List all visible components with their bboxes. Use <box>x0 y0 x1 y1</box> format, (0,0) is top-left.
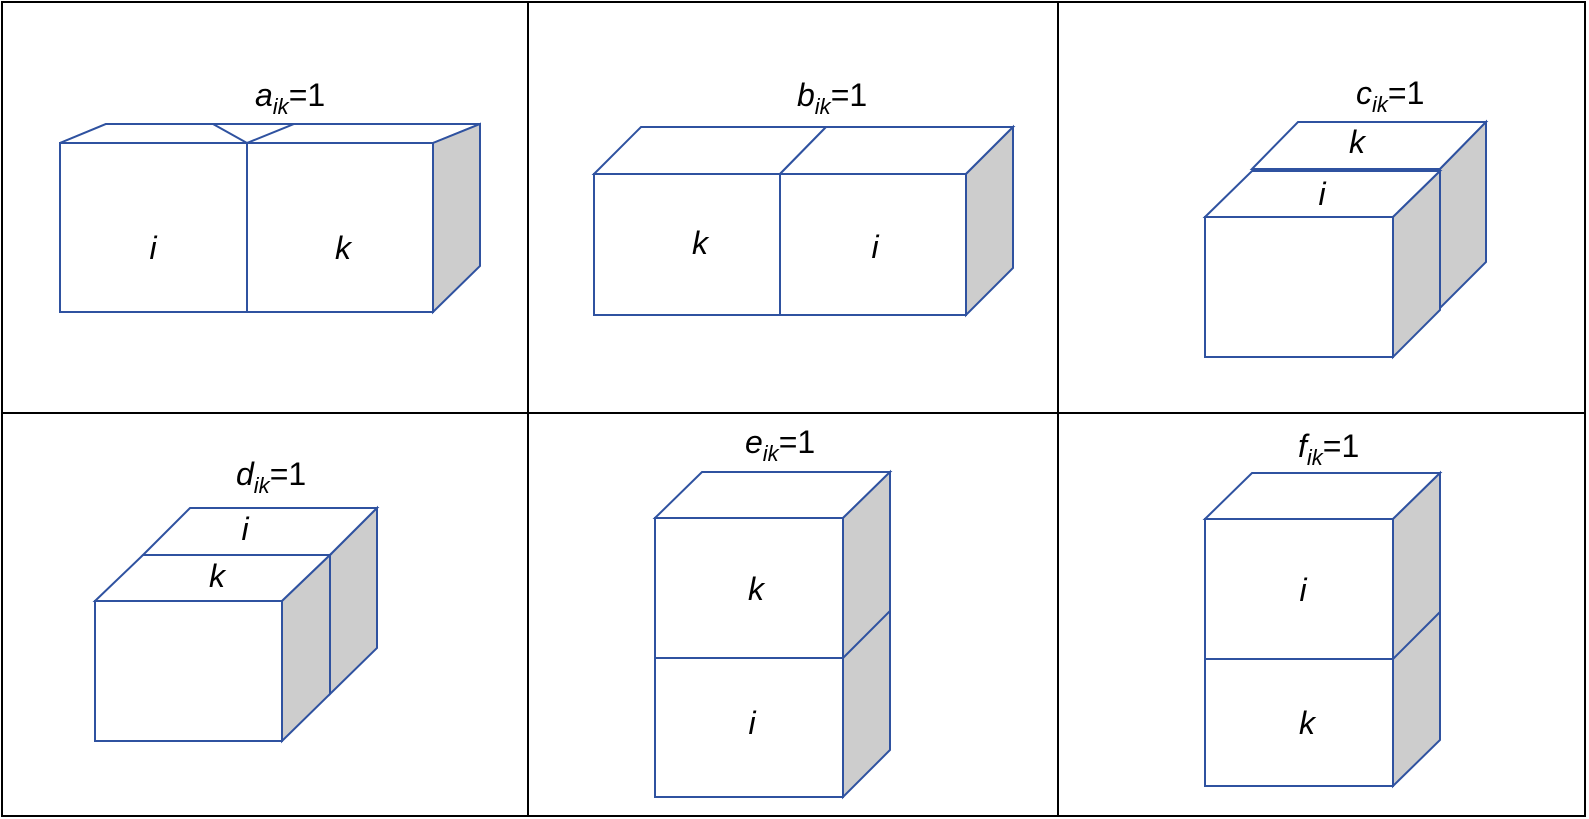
panel-e: eik=1 k i <box>652 424 893 800</box>
panel-c-front-box <box>1204 216 1394 358</box>
panel-c-label-1: k <box>1349 124 1367 160</box>
panel-a-title: aik=1 <box>255 77 325 119</box>
panel-c-title: cik=1 <box>1356 75 1424 117</box>
panel-c-label-2: i <box>1318 176 1326 212</box>
panel-e-title: eik=1 <box>745 424 815 466</box>
panel-a-label-1: i <box>149 230 157 266</box>
panel-b-label-1: k <box>692 225 710 261</box>
panel-f-side-face <box>1392 470 1441 789</box>
panel-d-title: dik=1 <box>236 456 306 498</box>
panel-f: fik=1 i k <box>1202 428 1443 789</box>
panel-f-front-box-2 <box>1204 658 1394 787</box>
panel-d-label-2: k <box>209 558 227 594</box>
panel-a-front-box-1 <box>59 142 248 313</box>
panel-e-front-box-2 <box>654 657 844 798</box>
panel-b-title: bik=1 <box>797 77 867 119</box>
panel-b: bik=1 k i <box>591 77 1016 318</box>
panel-f-front-box-1 <box>1204 518 1394 660</box>
panel-a-side-face <box>432 122 481 315</box>
panel-a-top-face-1 <box>59 123 251 144</box>
panel-e-label-2: i <box>748 705 756 741</box>
panel-a-label-2: k <box>335 230 353 266</box>
panel-d: dik=1 i k <box>92 456 380 744</box>
panel-b-front-box-2 <box>779 173 967 316</box>
panel-d-label-1: i <box>241 511 249 547</box>
panel-e-label-1: k <box>748 571 766 607</box>
panel-c: cik=1 k i <box>1202 75 1489 360</box>
panel-f-title: fik=1 <box>1298 428 1359 470</box>
panel-f-label-2: k <box>1299 705 1317 741</box>
panel-e-side-divider <box>842 610 891 659</box>
panel-f-side-divider <box>1392 611 1441 660</box>
panel-a: aik=1 i k <box>59 77 481 315</box>
panel-d-front-box <box>94 600 283 742</box>
panel-a-front-box-2 <box>246 142 434 313</box>
panel-f-label-1: i <box>1299 572 1307 608</box>
panel-b-label-2: i <box>871 229 879 265</box>
panel-e-front-box-1 <box>654 517 844 659</box>
panel-b-front-box-1 <box>593 173 781 316</box>
